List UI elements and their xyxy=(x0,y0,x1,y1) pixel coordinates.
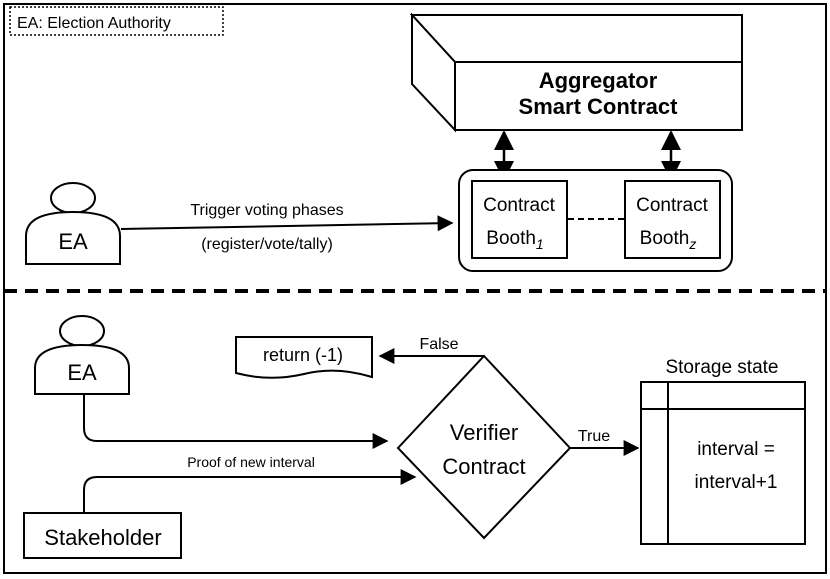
ea-top-label: EA xyxy=(58,229,88,254)
trigger-arrow-sublabel: (register/vote/tally) xyxy=(201,236,333,253)
storage-title: Storage state xyxy=(665,357,778,378)
ea-actor-top: EA xyxy=(25,182,121,265)
verifier-contract: Verifier Contract xyxy=(396,354,572,540)
true-branch-label: True xyxy=(578,428,610,445)
booth-z-line2: Boothz xyxy=(640,228,697,252)
booth-z-line1: Contract xyxy=(636,195,709,216)
return-result: return (-1) xyxy=(235,336,373,379)
contract-booth-z: Contract Boothz xyxy=(624,180,721,259)
stakeholder-box: Stakeholder xyxy=(23,512,182,559)
verifier-line2: Contract xyxy=(442,454,525,479)
stakeholder-label: Stakeholder xyxy=(44,525,161,550)
storage-line1: interval = xyxy=(697,439,775,460)
storage-line2: interval+1 xyxy=(695,472,778,493)
stakeholder-verifier-arrow xyxy=(83,469,417,512)
ea-verifier-arrow xyxy=(83,395,389,449)
proof-arrow-label: Proof of new interval xyxy=(187,454,315,470)
contract-booth-1: Contract Booth1 xyxy=(471,180,568,259)
outer-frame xyxy=(3,3,827,574)
aggregator-title-line1: Aggregator xyxy=(539,68,658,93)
booth-1-line1: Contract xyxy=(483,195,556,216)
ea-bottom-label: EA xyxy=(67,360,97,385)
storage-state-table: interval = interval+1 xyxy=(640,381,806,545)
trigger-arrow-label: Trigger voting phases xyxy=(190,202,343,219)
verifier-line1: Verifier xyxy=(450,420,518,445)
legend: EA: Election Authority xyxy=(9,6,224,36)
ea-actor-bottom: EA xyxy=(34,315,130,395)
return-result-label: return (-1) xyxy=(263,345,343,365)
aggregator-title-line2: Smart Contract xyxy=(519,94,679,119)
aggregator-smart-contract: Aggregator Smart Contract xyxy=(409,12,743,133)
trigger-arrow xyxy=(120,215,454,232)
false-branch-label: False xyxy=(419,336,458,353)
booth-1-line2: Booth1 xyxy=(486,228,543,252)
legend-label: EA: Election Authority xyxy=(17,15,171,32)
